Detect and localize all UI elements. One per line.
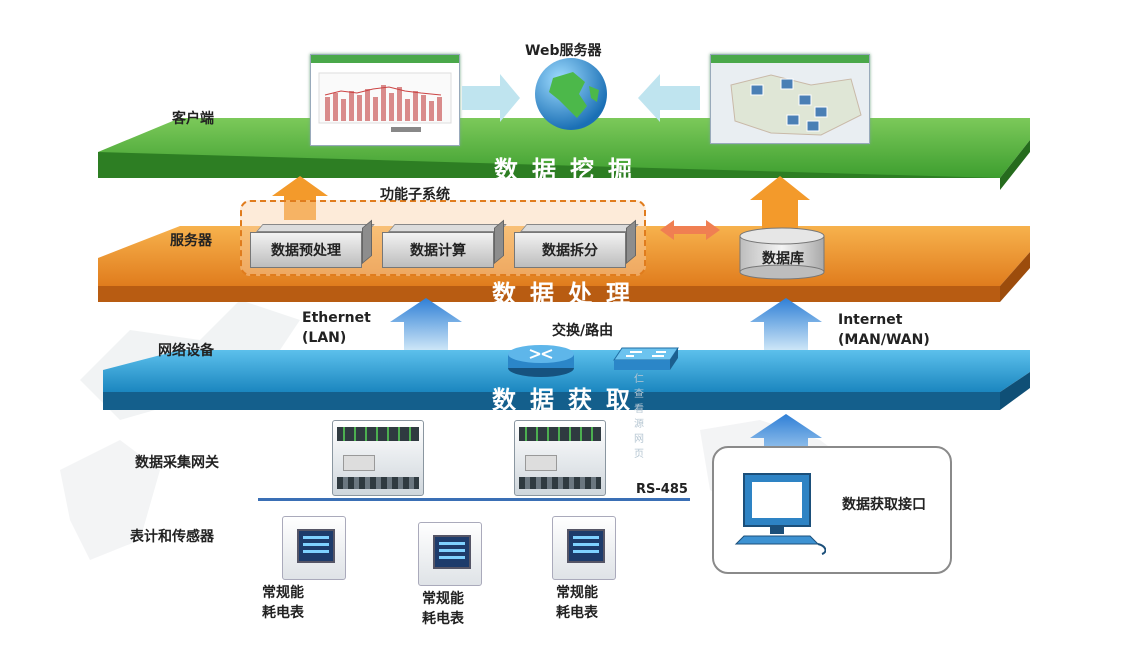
blue-up-arrow-left <box>390 298 462 350</box>
meter-2-label-line2: 耗电表 <box>422 611 464 627</box>
split-box-label: 数据拆分 <box>514 232 626 268</box>
gateway-side-label: 数据采集网关 <box>135 455 219 471</box>
network-layer-title: 数据获取 <box>492 386 644 414</box>
rs485-bus-line <box>258 498 690 501</box>
gateway-device-2 <box>514 420 606 496</box>
switch-icon <box>613 347 679 370</box>
watermark-text: 仁 查看源网页 <box>634 374 644 460</box>
left-pale-arrow <box>638 74 700 122</box>
energy-meter-1 <box>282 516 346 580</box>
bar-chart-thumbnail-icon <box>311 55 459 132</box>
orange-double-arrow <box>660 220 720 240</box>
gateway-device-1 <box>332 420 424 496</box>
energy-meter-3 <box>552 516 616 580</box>
server-side-label: 服务器 <box>170 233 212 249</box>
meter-1-label-line2: 耗电表 <box>262 605 304 621</box>
computer-icon <box>734 473 826 555</box>
internet-label-line1: Internet <box>838 312 903 328</box>
switch-label: 交换/路由 <box>552 323 614 339</box>
network-side-label: 网络设备 <box>158 343 214 359</box>
split-box: 数据拆分 <box>514 219 639 272</box>
database-label: 数据库 <box>762 251 804 267</box>
orange-up-arrow-left <box>272 176 328 220</box>
ethernet-label-line2: (LAN) <box>302 330 347 346</box>
meter-3-label-line1: 常规能 <box>556 585 598 601</box>
calculation-box: 数据计算 <box>382 219 507 272</box>
client-layer-title: 数据挖掘 <box>494 156 646 184</box>
chart-screenshot-thumbnail <box>310 54 460 146</box>
map-screenshot-thumbnail <box>710 54 870 144</box>
orange-up-arrow-right <box>750 176 810 232</box>
energy-meter-2 <box>418 522 482 586</box>
web-server-label: Web服务器 <box>525 43 602 59</box>
subsystem-label: 功能子系统 <box>380 187 450 203</box>
router-icon <box>508 345 574 377</box>
right-pale-arrow <box>462 74 520 122</box>
meter-1-label-line1: 常规能 <box>262 585 304 601</box>
map-thumbnail-icon <box>711 55 869 143</box>
rs485-label: RS-485 <box>636 482 688 497</box>
internet-label-line2: (MAN/WAN) <box>838 332 930 348</box>
preprocess-box: 数据预处理 <box>250 219 375 272</box>
globe-icon <box>535 58 607 130</box>
calculation-box-label: 数据计算 <box>382 232 494 268</box>
database-icon <box>739 227 825 280</box>
meters-side-label: 表计和传感器 <box>130 529 214 545</box>
meter-2-label-line1: 常规能 <box>422 591 464 607</box>
preprocess-box-label: 数据预处理 <box>250 232 362 268</box>
ethernet-label-line1: Ethernet <box>302 310 371 326</box>
server-layer-title: 数据处理 <box>492 280 644 308</box>
client-side-label: 客户端 <box>172 111 214 127</box>
meter-3-label-line2: 耗电表 <box>556 605 598 621</box>
blue-up-arrow-right <box>750 298 822 350</box>
interface-label: 数据获取接口 <box>842 497 926 513</box>
